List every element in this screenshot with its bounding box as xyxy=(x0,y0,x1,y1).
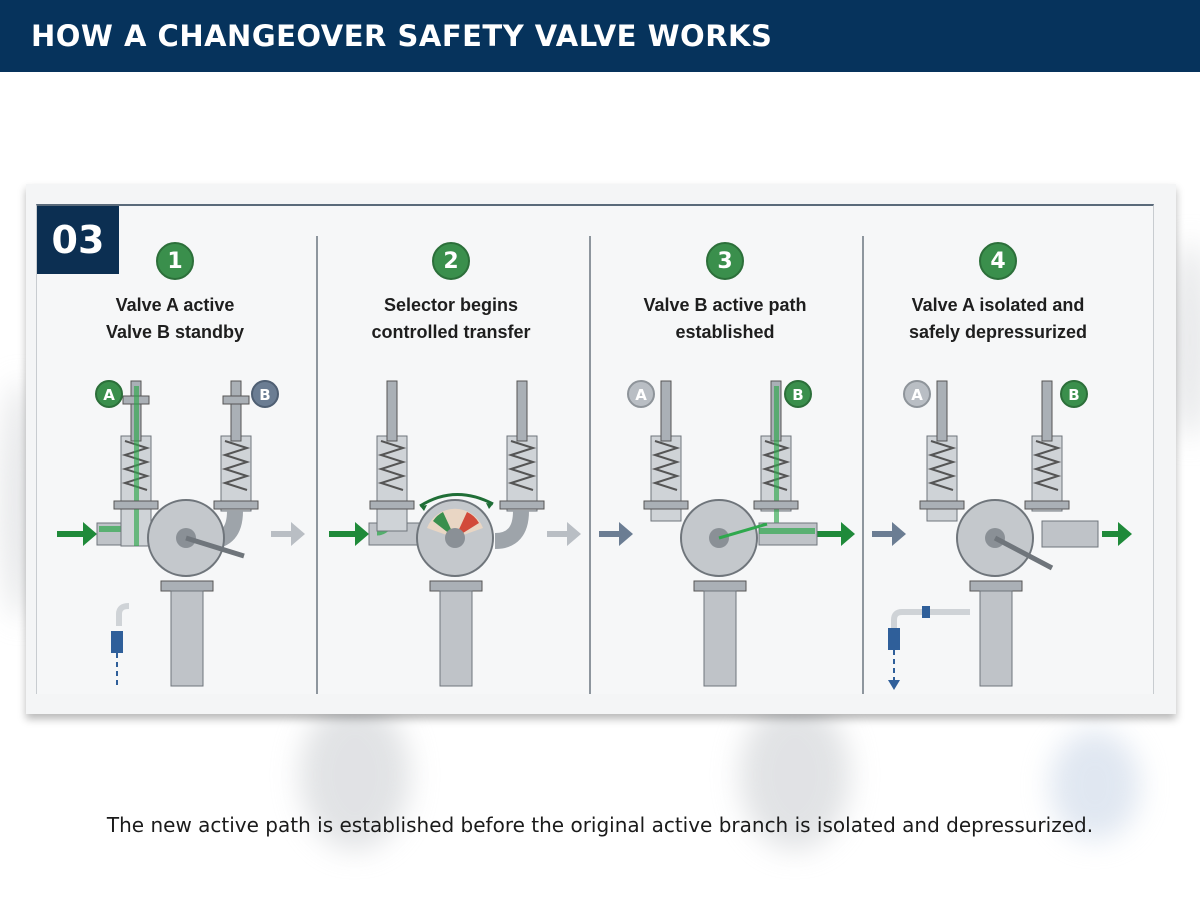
valve-a-indicator: A xyxy=(627,380,655,408)
diagram-panel: 03 1 Valve A active Valve B standby xyxy=(26,184,1176,714)
valve-b-indicator: B xyxy=(251,380,279,408)
step-badge: 1 xyxy=(156,242,194,280)
background-blur xyxy=(1050,730,1140,840)
step-caption-line: controlled transfer xyxy=(371,322,531,342)
valve-b-indicator: B xyxy=(784,380,812,408)
page-header: HOW A CHANGEOVER SAFETY VALVE WORKS xyxy=(0,0,1200,72)
step-caption-line: Valve A active xyxy=(115,295,235,315)
step-badge: 2 xyxy=(432,242,470,280)
valve-illustration-step-1: A B xyxy=(57,380,305,687)
step-badge: 3 xyxy=(706,242,744,280)
valve-b-label: B xyxy=(259,386,270,404)
step-caption-line: safely depressurized xyxy=(908,322,1088,342)
valve-illustration-step-4: A B xyxy=(872,380,1132,690)
valve-a-indicator: A xyxy=(903,380,931,408)
step-divider xyxy=(589,236,591,694)
valve-a-label: A xyxy=(103,386,115,404)
step-caption-line: Selector begins xyxy=(383,295,519,315)
step-4: 4 Valve A isolated and safely depressuri… xyxy=(862,206,1134,694)
valve-a-label: A xyxy=(635,386,647,404)
step-number-box: 03 xyxy=(37,206,119,274)
footer-caption: The new active path is established befor… xyxy=(106,813,1094,837)
step-badge: 4 xyxy=(979,242,1017,280)
inlet-arrow xyxy=(872,522,906,546)
inlet-arrow xyxy=(329,522,369,546)
valve-illustration-step-3: A B xyxy=(599,380,855,687)
step-caption-line: established xyxy=(675,322,775,342)
step-caption-line: Valve A isolated and xyxy=(911,295,1085,315)
background-blur xyxy=(740,700,850,850)
step-divider xyxy=(862,236,864,694)
step-2: 2 Selector begins controlled transfer xyxy=(315,206,587,694)
outlet-arrow xyxy=(271,522,305,546)
step-caption: Valve B active path established xyxy=(589,292,861,346)
step-caption: Selector begins controlled transfer xyxy=(315,292,587,346)
valve-illustration-step-2 xyxy=(329,380,581,687)
diagram-frame: 03 1 Valve A active Valve B standby xyxy=(36,204,1154,694)
valve-a-indicator: A xyxy=(95,380,123,408)
step-caption-line: Valve B active path xyxy=(643,295,807,315)
step-caption: Valve A isolated and safely depressurize… xyxy=(862,292,1134,346)
outlet-arrow xyxy=(817,522,855,546)
step-caption: Valve A active Valve B standby xyxy=(39,292,311,346)
valve-b-label: B xyxy=(1068,386,1079,404)
valve-a-label: A xyxy=(911,386,923,404)
inlet-arrow xyxy=(599,522,633,546)
page-title: HOW A CHANGEOVER SAFETY VALVE WORKS xyxy=(31,19,773,53)
step-1: 1 Valve A active Valve B standby xyxy=(39,206,311,694)
step-3: 3 Valve B active path established xyxy=(589,206,861,694)
inlet-arrow xyxy=(57,522,97,546)
outlet-arrow xyxy=(1102,522,1132,546)
step-divider xyxy=(316,236,318,694)
step-caption-line: Valve B standby xyxy=(105,322,245,342)
valve-b-indicator: B xyxy=(1060,380,1088,408)
valve-b-label: B xyxy=(792,386,803,404)
background-blur xyxy=(300,700,410,850)
outlet-arrow xyxy=(547,522,581,546)
